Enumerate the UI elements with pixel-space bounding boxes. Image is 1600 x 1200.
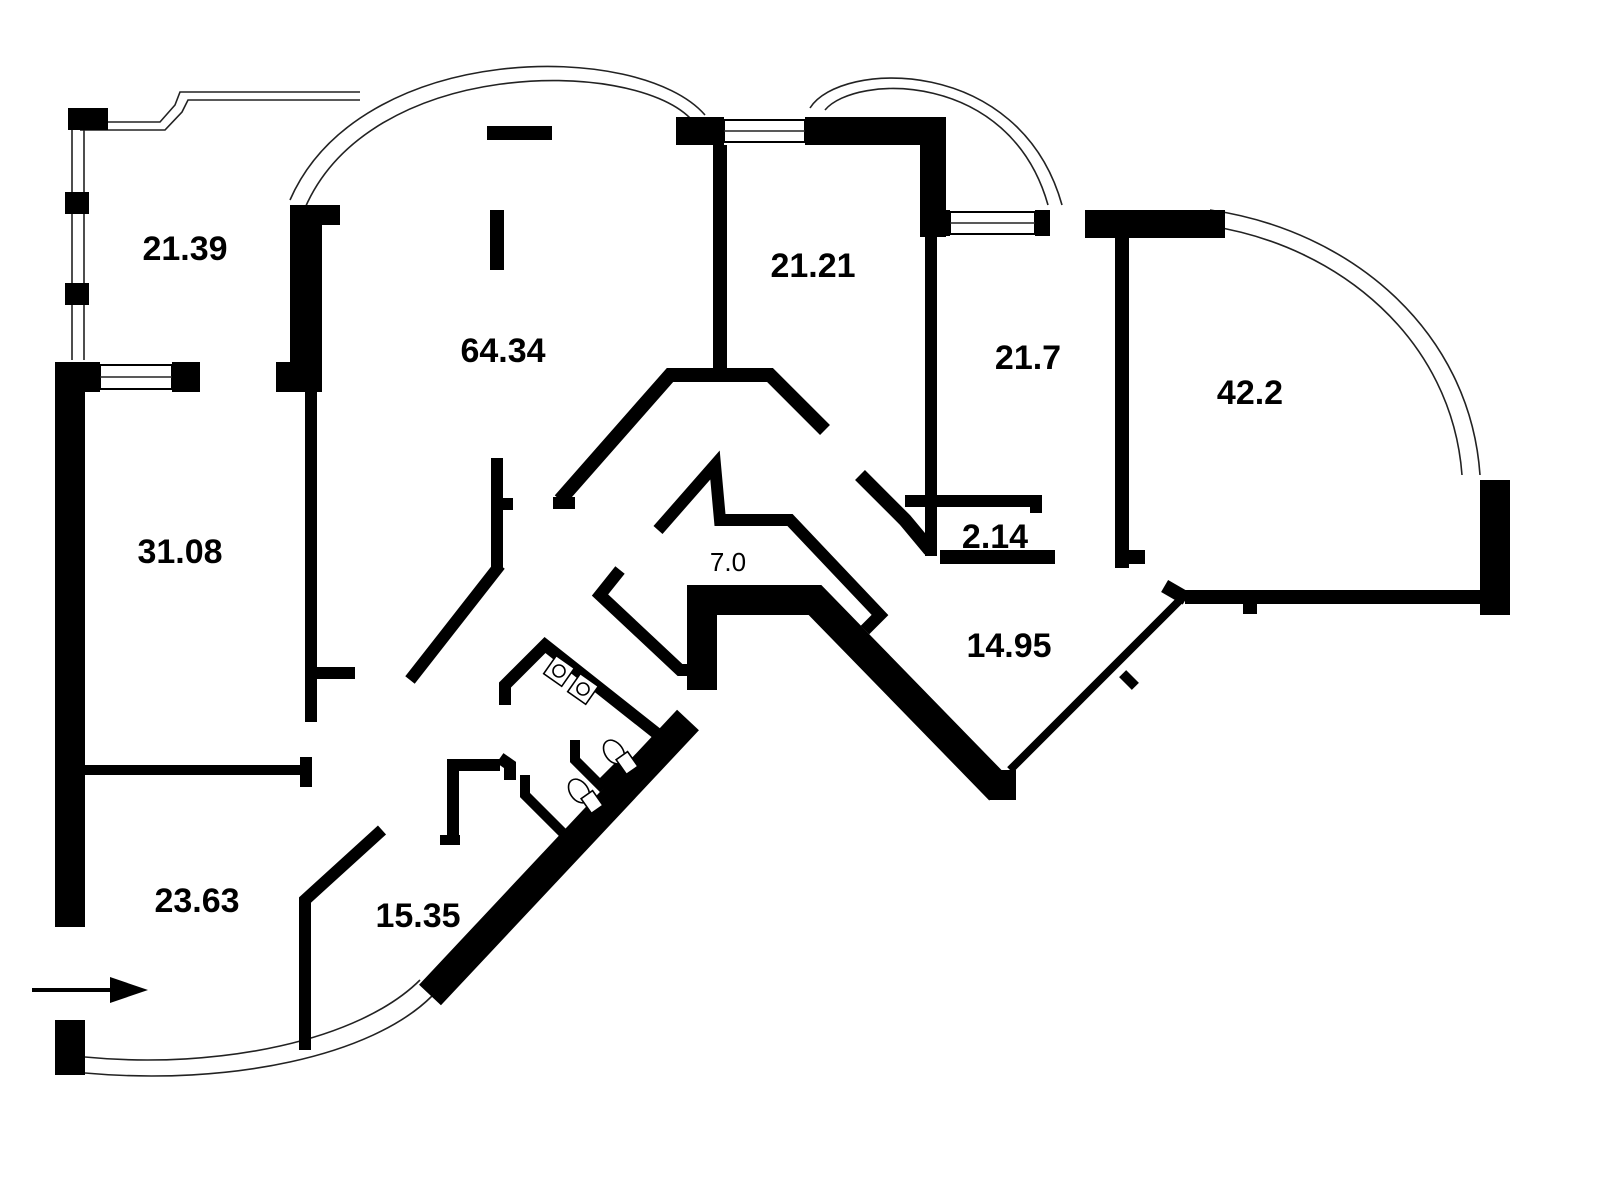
room-area-label: 21.7 [995,339,1061,377]
arrow-right-icon [32,977,148,1003]
room-area-label: 7.0 [710,547,746,577]
bathroom-fixtures [542,654,640,815]
toilet-icon [602,739,640,776]
windows [99,119,1036,390]
room-area-label: 42.2 [1217,374,1283,412]
balcony-outline-top-left [71,91,360,360]
curved-glazing-bottom [84,979,433,1077]
curved-glazing-top-bedroom [809,77,1063,206]
room-area-label: 21.39 [142,230,227,268]
curved-glazing-top-living [289,65,706,209]
room-area-label: 23.63 [154,882,239,920]
sink-icon [542,654,576,688]
room-area-label: 64.34 [460,332,545,370]
room-area-label: 31.08 [137,533,222,571]
curved-glazing-right-room [1209,209,1481,476]
room-area-label: 2.14 [962,518,1028,556]
toilet-icon [567,778,605,815]
room-area-label: 14.95 [966,627,1051,665]
sink-icon [566,672,600,706]
room-area-label: 21.21 [770,247,855,285]
room-area-label: 15.35 [375,897,460,935]
walls [55,108,1510,1075]
